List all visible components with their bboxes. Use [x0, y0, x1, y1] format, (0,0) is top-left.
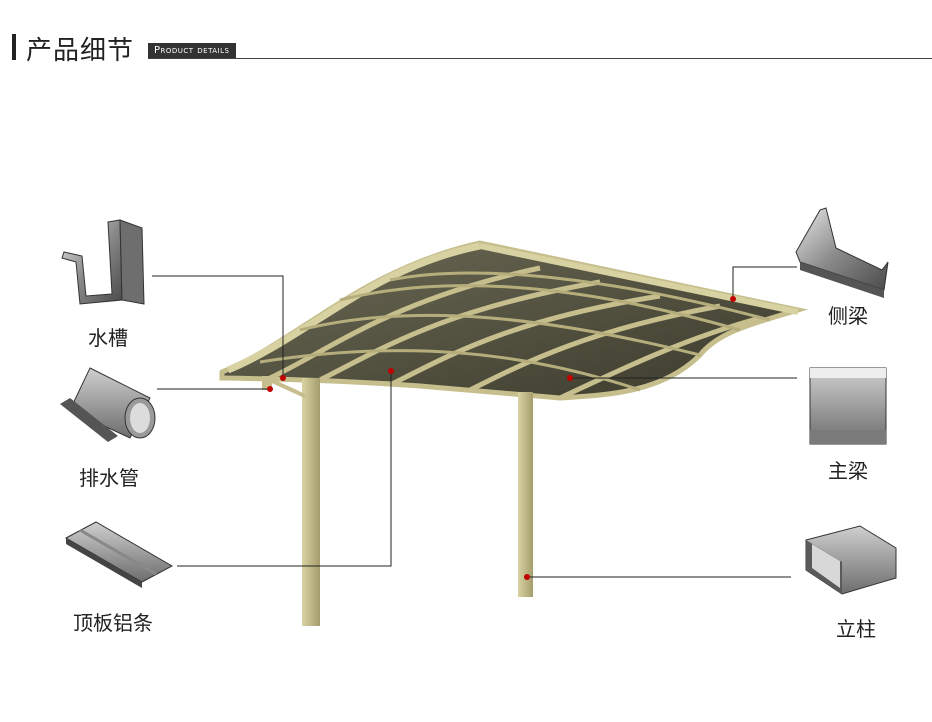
carport-roof	[219, 240, 808, 401]
water-trough-image	[61, 219, 145, 305]
label-water-trough: 水槽	[88, 326, 128, 350]
drain-pipe-image	[60, 367, 156, 442]
column-image	[805, 525, 897, 595]
page-title: 产品细节	[26, 36, 135, 66]
callout-dots	[267, 296, 736, 580]
header-accent-bar	[12, 34, 16, 60]
side-beam-image	[795, 207, 889, 298]
label-main-beam: 主梁	[828, 459, 868, 483]
label-roof-strip: 顶板铝条	[73, 611, 153, 635]
carport-posts	[262, 376, 533, 626]
label-side-beam: 侧梁	[828, 304, 868, 328]
leader-lines	[152, 266, 797, 578]
main-beam-image	[809, 367, 887, 445]
label-column: 立柱	[836, 617, 876, 641]
page-subtitle-badge: Product details	[148, 43, 236, 59]
label-drain-pipe: 排水管	[79, 466, 139, 490]
roof-strip-image	[64, 521, 174, 588]
header-divider	[148, 58, 932, 59]
